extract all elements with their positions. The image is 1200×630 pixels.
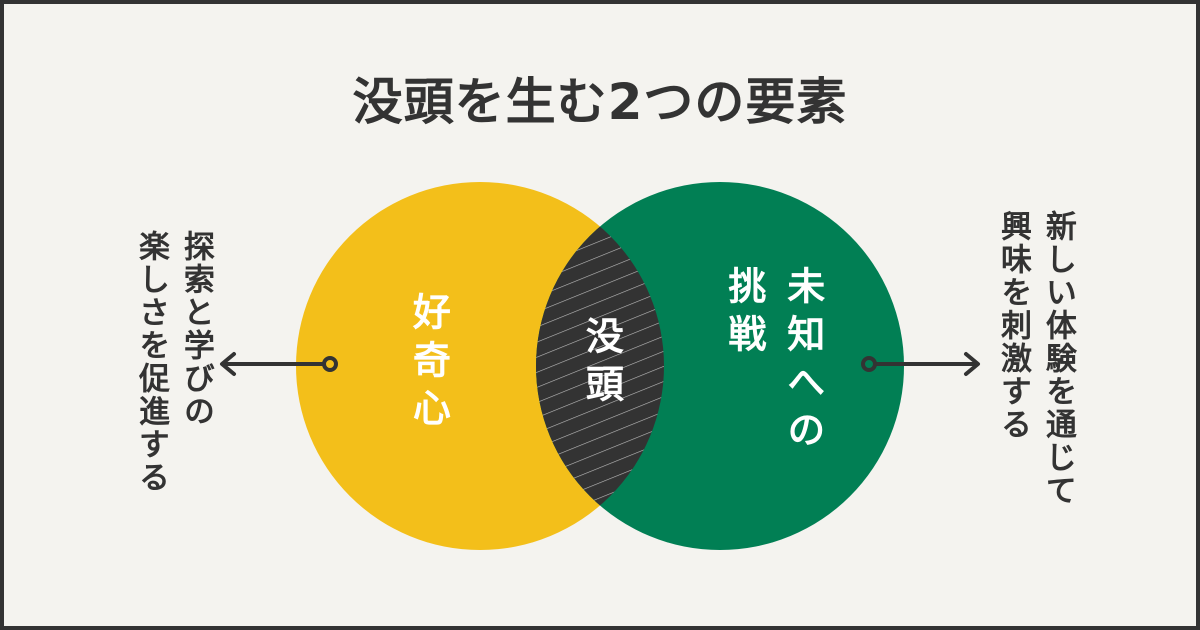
page-title: 没頭を生む2つの要素 [352,73,848,131]
curiosity-annotation: 探索と学びの 楽しさを促進する [132,230,214,494]
right-connector-arrow [861,352,980,376]
overlap-label: 没頭 [579,316,624,412]
challenge-label: 未知への 挑戦 [721,266,825,458]
left-connector-arrow [220,352,338,376]
curiosity-label: 好奇心 [406,292,451,436]
challenge-annotation: 新しい体験を通じて 興味を刺激する [994,210,1076,507]
overlap-region [536,182,664,550]
